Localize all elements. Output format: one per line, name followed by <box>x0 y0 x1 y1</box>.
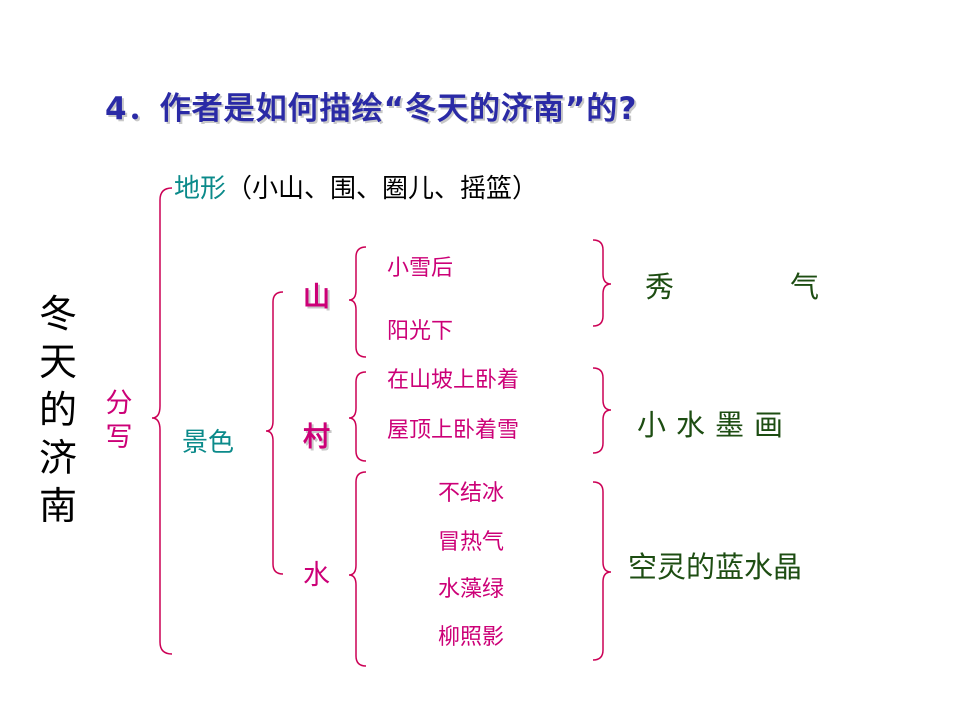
summary-water: 空灵的蓝水晶 <box>628 550 803 584</box>
brace-village-summary <box>592 367 612 454</box>
slide-title: 4．作者是如何描绘“冬天的济南”的? <box>105 91 638 127</box>
terrain-line: 地形（小山、围、圈儿、摇篮） <box>174 176 538 202</box>
detail-water-4: 柳照影 <box>438 625 505 650</box>
summary-mountain: 秀气 <box>645 273 819 302</box>
brace-method <box>151 187 173 655</box>
detail-mountain-2: 阳光下 <box>387 319 454 344</box>
brace-water-summary <box>592 481 612 661</box>
scenery-label: 景色 <box>182 428 235 458</box>
summary-mountain-part-2: 气 <box>790 270 820 304</box>
detail-village-1: 在山坡上卧着 <box>387 368 520 393</box>
brace-water-details <box>348 471 367 667</box>
detail-water-2: 冒热气 <box>438 530 505 555</box>
main-topic-vertical: 冬天的济南 <box>38 292 77 528</box>
category-village: 村 <box>303 422 330 453</box>
brace-mountain-summary <box>592 239 612 327</box>
terrain-detail: （小山、围、圈儿、摇篮） <box>226 174 539 204</box>
brace-scenery <box>265 291 284 575</box>
brace-mountain-details <box>348 246 367 358</box>
category-mountain: 山 <box>303 282 330 313</box>
method-label: 分写 <box>105 388 133 453</box>
brace-village-details <box>348 371 367 462</box>
detail-water-3: 水藻绿 <box>438 577 505 602</box>
detail-mountain-1: 小雪后 <box>387 256 454 281</box>
summary-village: 小水墨画 <box>637 408 794 442</box>
summary-mountain-part-1: 秀 <box>645 270 675 304</box>
detail-water-1: 不结冰 <box>438 481 505 506</box>
category-water: 水 <box>303 560 330 591</box>
detail-village-2: 屋顶上卧着雪 <box>387 418 520 443</box>
terrain-label: 地形 <box>174 174 227 204</box>
